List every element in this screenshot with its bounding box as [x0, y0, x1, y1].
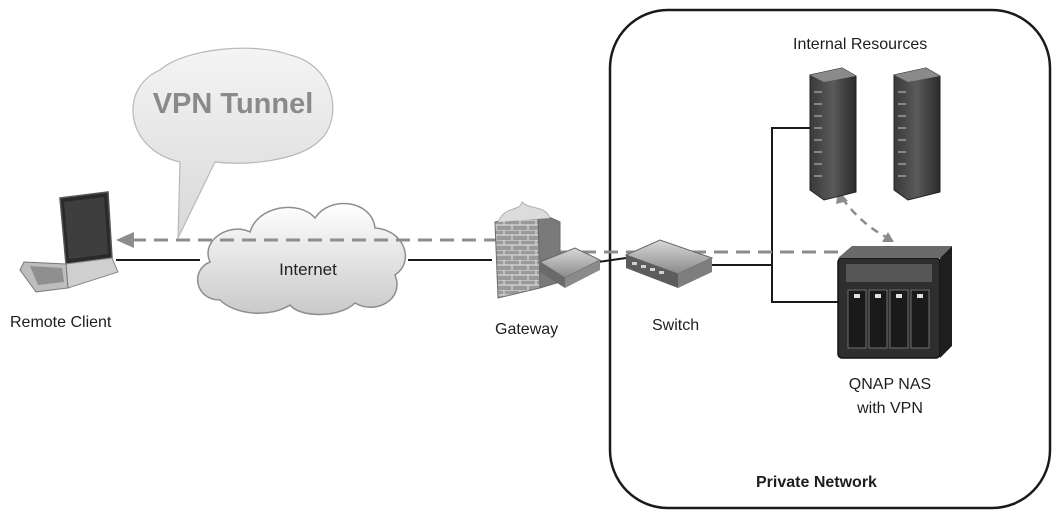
nas-icon: [837, 246, 952, 359]
network-links: [116, 127, 838, 303]
server-icon: [809, 67, 857, 201]
tunnel-arrowhead: [116, 232, 134, 248]
nas-label-line2: with VPN: [857, 400, 923, 417]
nas-label-line1: QNAP NAS: [848, 376, 932, 393]
switch-icon: [624, 239, 714, 288]
private-network-label: Private Network: [756, 474, 877, 491]
gateway-label: Gateway: [495, 321, 559, 338]
internal-link-dashed: [840, 197, 889, 240]
link-bus: [771, 127, 838, 303]
internet-label: Internet: [279, 260, 337, 279]
link-gateway-switch: [597, 257, 627, 263]
nas-label: QNAP NAS with VPN: [820, 373, 960, 421]
switch-label: Switch: [652, 317, 700, 334]
vpn-tunnel-label: VPN Tunnel: [152, 88, 314, 120]
internet-cloud: [196, 202, 406, 316]
remote-client-label: Remote Client: [10, 314, 112, 331]
server-icon: [893, 67, 941, 201]
internal-resources-label: Internal Resources: [793, 36, 928, 53]
private-network-boundary: [608, 8, 1052, 510]
laptop-icon: [19, 191, 119, 293]
gateway-firewall-icon: [494, 200, 602, 299]
vpn-tunnel-bubble: [132, 47, 334, 239]
